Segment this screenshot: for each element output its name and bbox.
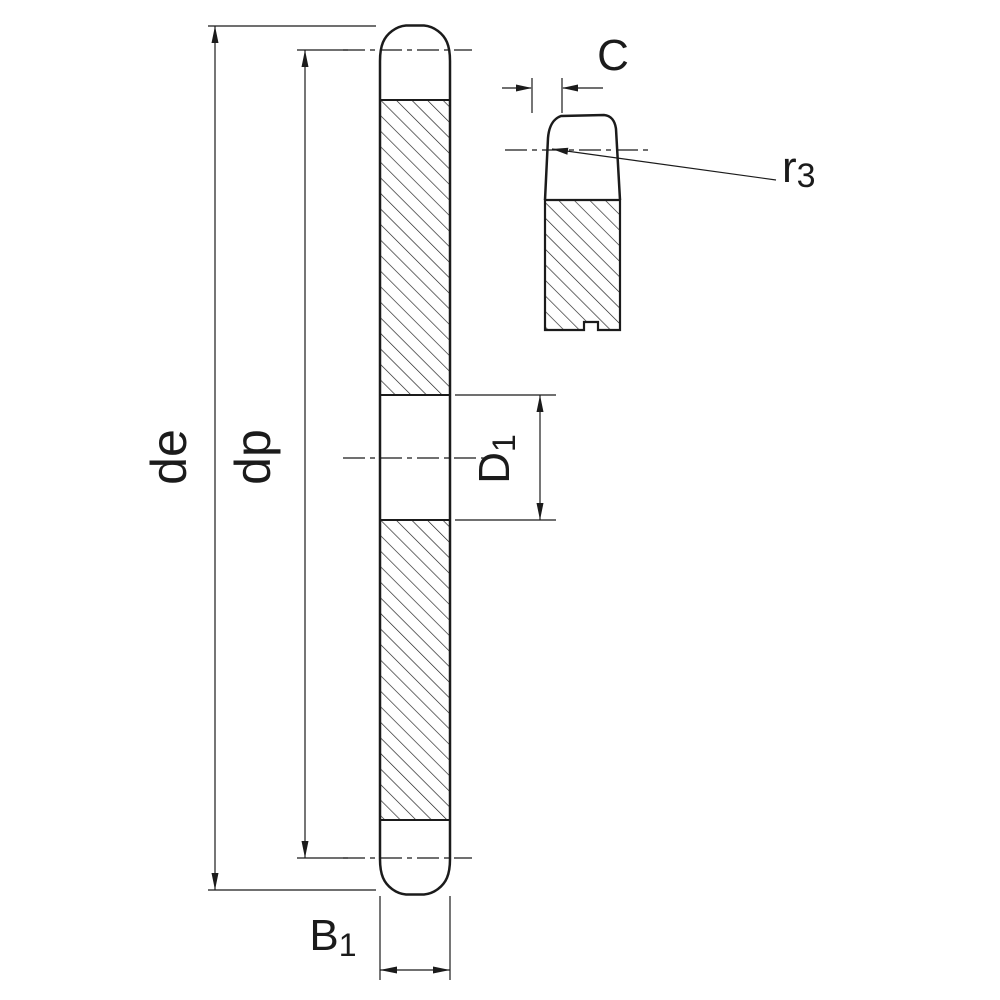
dimension-de: de [141, 25, 376, 891]
bottom-tooth-outline [378, 820, 452, 896]
arrowhead-up [301, 50, 309, 67]
arrowhead-leader [552, 147, 569, 155]
dimension-c: C [502, 31, 629, 113]
detail-tooth-outline [543, 113, 622, 201]
leader-line [551, 148, 777, 181]
dimension-b1: B1 [309, 896, 451, 980]
arrowhead-down [211, 873, 219, 890]
label-c: C [597, 31, 629, 80]
label-b1: B1 [309, 911, 356, 963]
dimension-d1: D1 [455, 394, 556, 521]
label-r3: r3 [782, 143, 816, 195]
hatch-area-lower [380, 520, 450, 820]
label-dp: dp [225, 429, 281, 485]
arrowhead-right [433, 966, 450, 974]
side-section-view [343, 24, 490, 896]
arrowhead-down [536, 503, 544, 520]
tooth-detail-view [505, 113, 648, 332]
label-de: de [141, 429, 197, 485]
dimension-dp: dp [225, 49, 348, 859]
top-tooth-outline [378, 24, 452, 100]
label-d1: D1 [470, 434, 522, 484]
arrowhead-down [301, 841, 309, 858]
arrowhead-up [211, 26, 219, 43]
arrowhead-left [562, 84, 578, 92]
hatch-area-upper [380, 100, 450, 395]
arrowhead-left [380, 966, 397, 974]
leader-r3: r3 [551, 143, 816, 195]
detail-hatch-body [543, 198, 622, 332]
arrowhead-right [516, 84, 532, 92]
arrowhead-up [536, 395, 544, 412]
